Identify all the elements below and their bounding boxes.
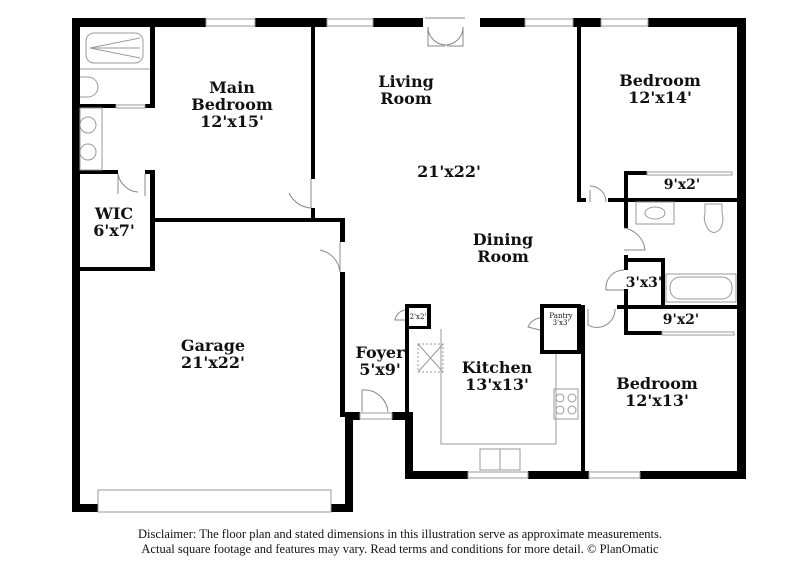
room-dimensions: 21'x22' xyxy=(181,352,245,372)
room-name: Kitchen xyxy=(461,358,533,377)
room-dimensions: 13'x13' xyxy=(465,374,529,394)
exterior-walls xyxy=(72,18,746,512)
disclaimer: Disclaimer: The floor plan and stated di… xyxy=(0,527,800,557)
room-dining-room: Dining Room xyxy=(472,230,534,266)
room-dimensions: 12'x14' xyxy=(628,87,692,107)
room-name: Foyer xyxy=(355,343,405,362)
room-name: Garage xyxy=(180,336,246,355)
room-name: Living xyxy=(378,72,434,91)
room-closet-2: 9'x2' xyxy=(663,177,701,193)
room-bedroom-3: Bedroom 12'x13' xyxy=(616,374,698,410)
room-foyer: Foyer 5'x9' xyxy=(355,343,405,379)
room-name: Main xyxy=(209,78,255,97)
room-dimensions: 6'x7' xyxy=(93,220,135,240)
room-name: Bedroom xyxy=(619,71,701,90)
room-name: Pantry xyxy=(549,312,573,320)
room-closet-3: 9'x2' xyxy=(662,312,700,328)
room-living-room: Living Room xyxy=(378,72,434,108)
room-main-bedroom: Main Bedroom 12'x15' xyxy=(191,78,273,131)
windows xyxy=(97,18,649,513)
room-name: Room xyxy=(380,88,432,108)
room-name: WIC xyxy=(94,204,134,223)
room-pantry: Pantry 3'x3' xyxy=(549,312,573,328)
room-bedroom-2: Bedroom 12'x14' xyxy=(619,71,701,107)
room-dimensions: 5'x9' xyxy=(359,359,401,379)
room-dimensions: 12'x13' xyxy=(625,390,689,410)
room-garage: Garage 21'x22' xyxy=(180,336,246,372)
room-name: Bedroom xyxy=(191,94,273,114)
closet-doors xyxy=(115,104,735,336)
room-dimensions: 12'x15' xyxy=(200,111,264,131)
disclaimer-line-2: Actual square footage and features may v… xyxy=(141,542,659,556)
room-name: Room xyxy=(477,246,529,266)
room-kitchen: Kitchen 13'x13' xyxy=(461,358,533,394)
room-dimensions: 3'x3' xyxy=(552,319,570,328)
room-wic: WIC 6'x7' xyxy=(93,204,135,240)
room-name: Bedroom xyxy=(616,374,698,393)
disclaimer-line-1: Disclaimer: The floor plan and stated di… xyxy=(138,527,662,541)
fixtures xyxy=(79,32,737,471)
living-room-dimensions: 21'x22' xyxy=(417,162,481,181)
room-linen: 3'x3' xyxy=(625,275,663,291)
interior-walls xyxy=(80,27,738,471)
room-coat-closet: 2'x2' xyxy=(409,313,427,321)
room-name: Dining xyxy=(472,230,534,249)
door-swings xyxy=(117,17,646,413)
